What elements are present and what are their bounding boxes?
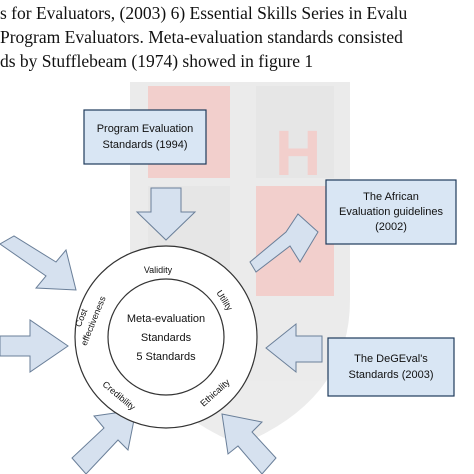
- box-african-evaluation-guidelines: The African Evaluation guidelines (2002): [325, 179, 457, 245]
- box-program-line-2: Standards (1994): [103, 139, 188, 151]
- center-line-3: 5 Standards: [136, 351, 196, 363]
- arrow-from-african-guidelines: [249, 213, 319, 273]
- arrow-from-degeval-standards: [265, 322, 323, 374]
- arrow-bottom-left: [71, 409, 137, 474]
- box-african-line-1: The African: [363, 191, 419, 203]
- center-line-2: Standards: [141, 332, 192, 344]
- arrow-group: [0, 187, 323, 474]
- box-african-line-3: (2002): [375, 221, 407, 233]
- box-african-line-2: Evaluation guidelines: [339, 206, 443, 218]
- watermark-gray-panel-tr: [256, 86, 334, 178]
- arrow-from-program-standards: [135, 187, 197, 241]
- watermark-letter-h: H: [275, 117, 321, 189]
- center-line-1: Meta-evaluation: [127, 313, 205, 325]
- box-degeval-standards: The DeGEval's Standards (2003): [327, 337, 455, 397]
- paragraph-line-2: Program Evaluators. Meta-evaluation stan…: [0, 27, 403, 47]
- inner-circle: [107, 278, 225, 396]
- arrow-left-upper: [0, 235, 77, 291]
- paragraph-line-1: s for Evaluators, (2003) 6) Essential Sk…: [0, 3, 408, 23]
- box-degeval-line-2: Standards (2003): [349, 369, 434, 381]
- ring-label-validity: Validity: [144, 265, 173, 275]
- arrow-left-middle: [0, 319, 69, 373]
- box-program-line-1: Program Evaluation: [97, 123, 194, 135]
- box-degeval-line-1: The DeGEval's: [354, 353, 428, 365]
- arrow-bottom-right: [221, 413, 277, 474]
- box-program-evaluation-standards: Program Evaluation Standards (1994): [83, 109, 207, 165]
- paragraph-line-3: ds by Stufflebeam (1974) showed in figur…: [0, 51, 314, 71]
